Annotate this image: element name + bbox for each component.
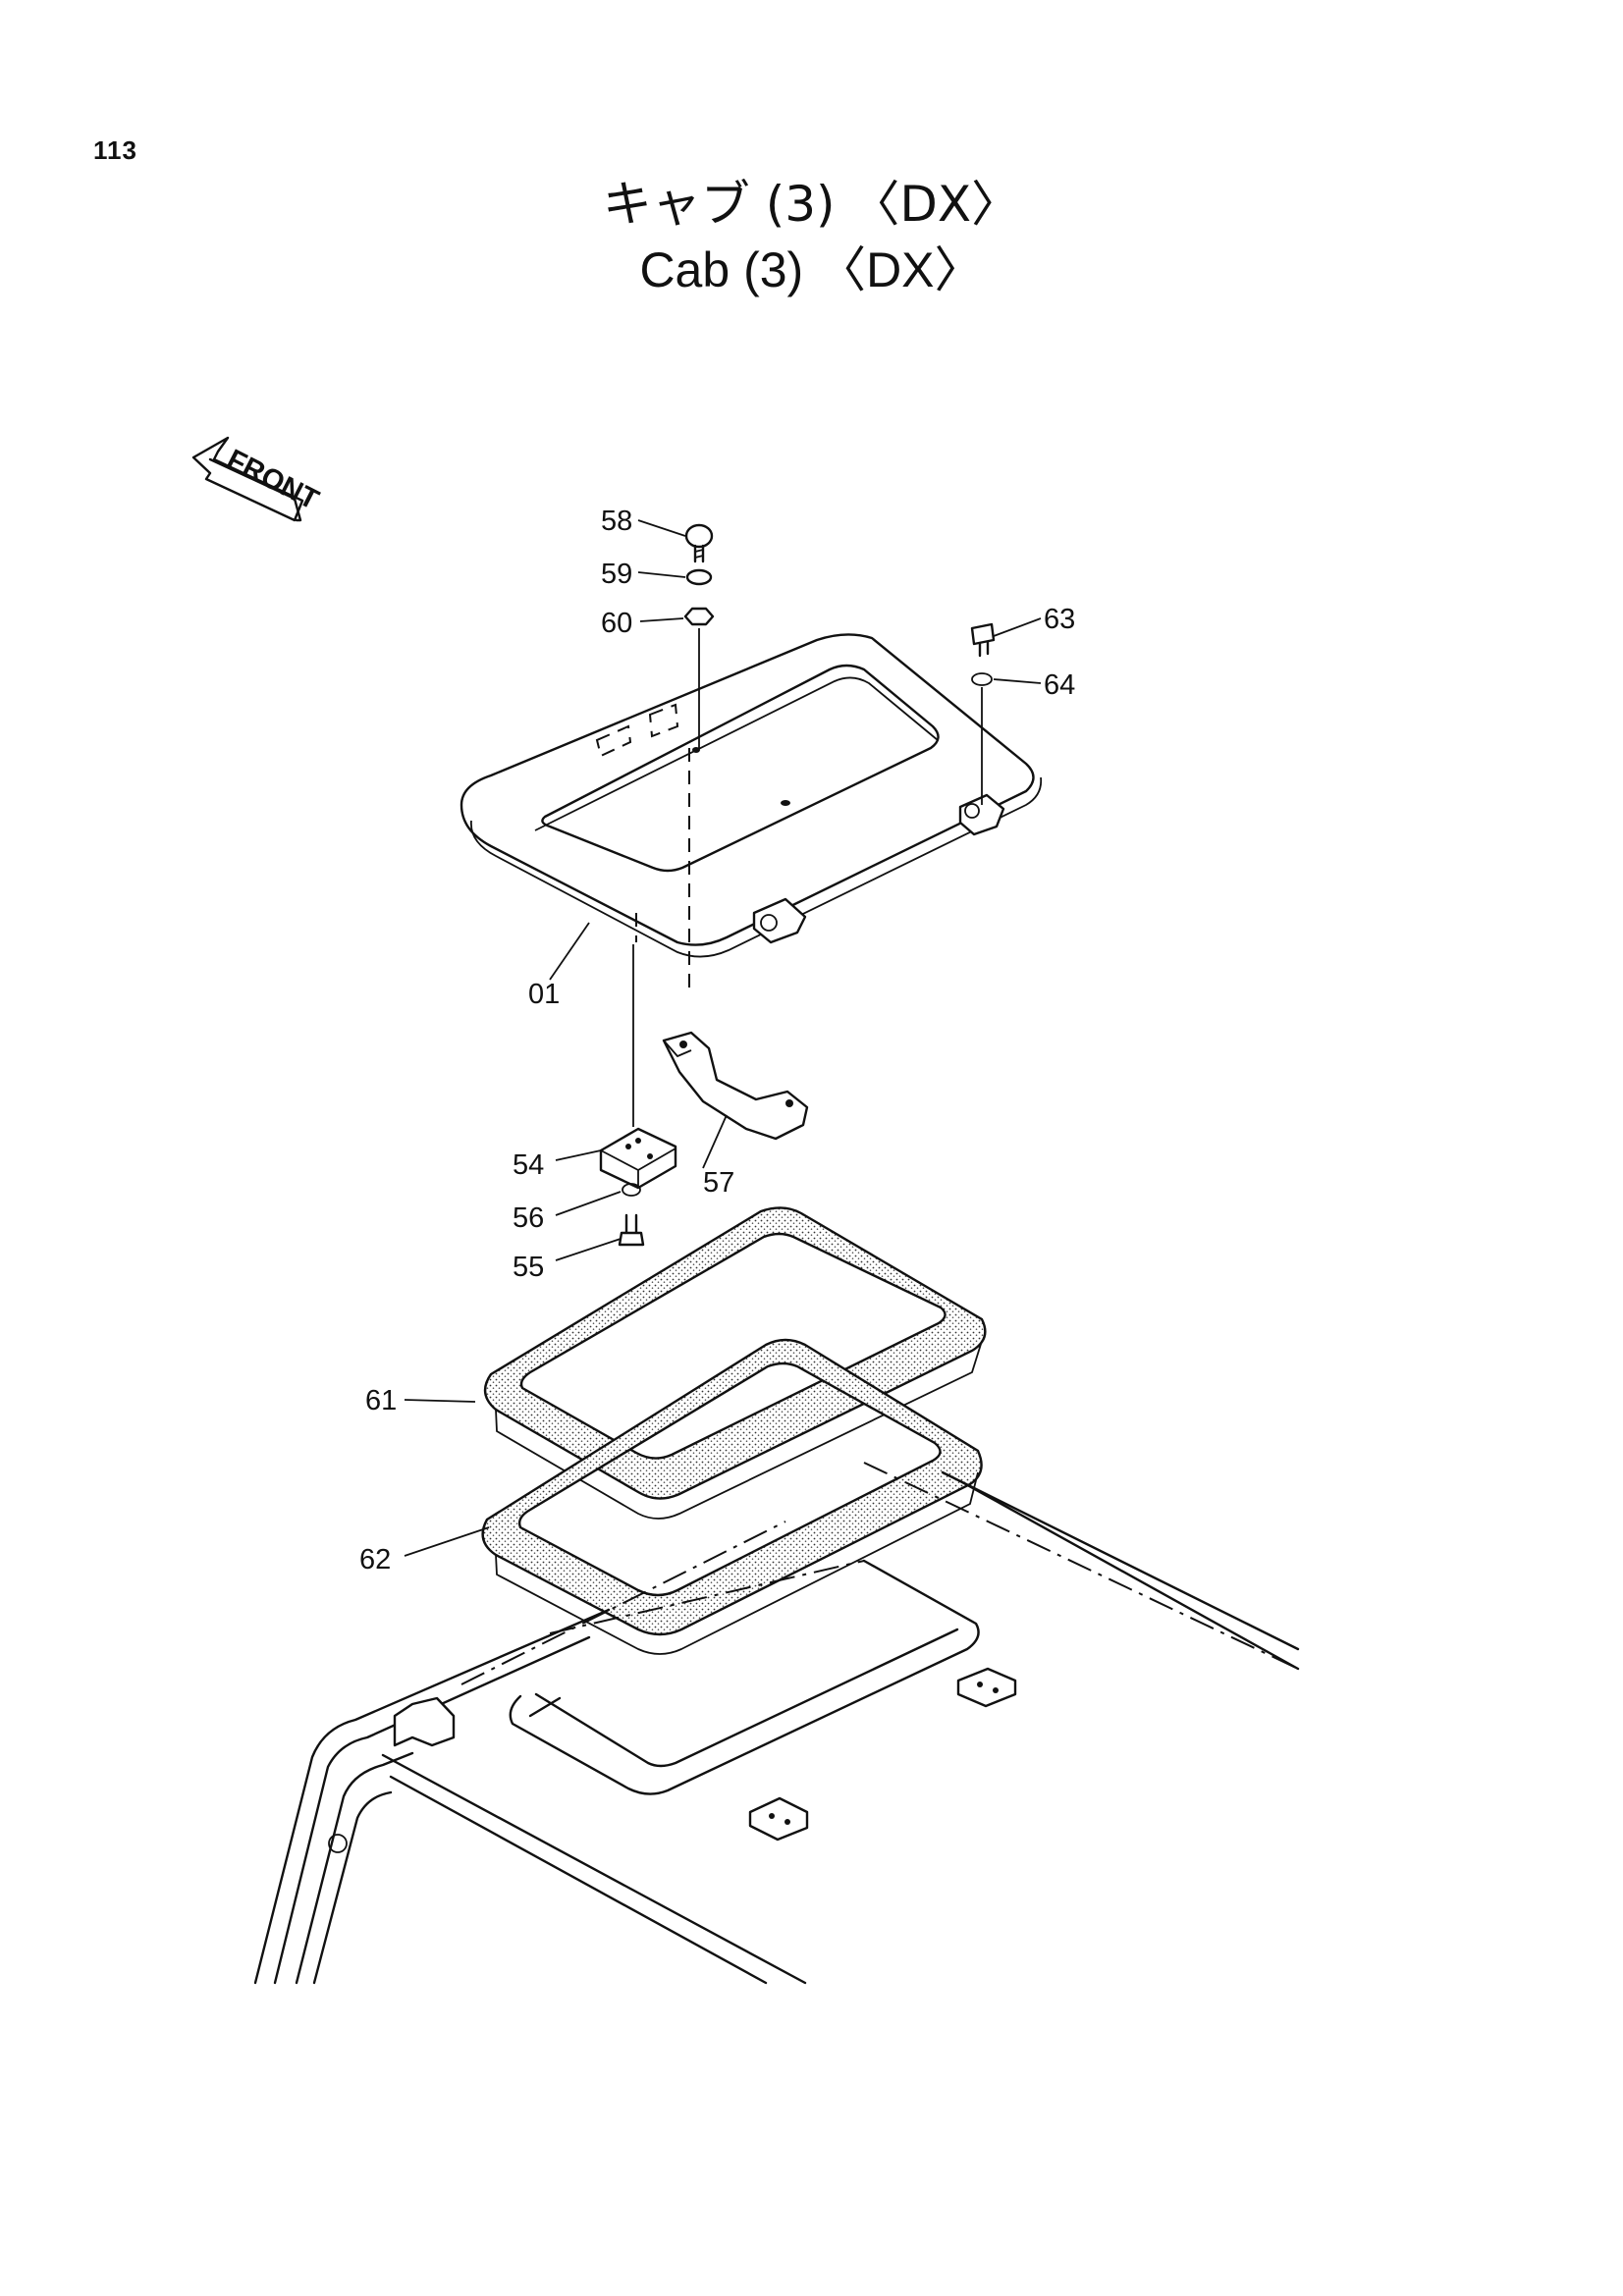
callout-61: 61 [365,1385,397,1416]
hatch-lid [460,633,1043,958]
washer-56 [622,1183,641,1197]
washer-64 [971,672,993,686]
page-title-jp: キャブ (3) 〈DX〉 [602,176,1021,233]
seal-frame-62 [481,1338,983,1655]
callout-58: 58 [601,506,632,537]
callout-57: 57 [703,1167,734,1199]
page-title-en: Cab (3) 〈DX〉 [639,242,984,297]
page-number: 113 [93,135,137,165]
leader-lines [404,519,1042,1557]
callout-55: 55 [513,1252,544,1283]
nut-60 [683,607,715,626]
front-label: FRONT [222,444,324,516]
callout-63: 63 [1044,604,1075,635]
washer-59 [685,568,713,586]
catch-bracket-54 [599,1127,677,1190]
bolt-63 [970,622,996,658]
callout-56: 56 [513,1202,544,1234]
callout-54: 54 [513,1149,544,1181]
handle-57 [662,1031,809,1141]
knob-screw-58 [684,523,714,563]
callout-62: 62 [359,1544,391,1575]
callout-64: 64 [1044,669,1075,701]
callout-01: 01 [528,979,560,1010]
seal-frame-61 [483,1206,987,1520]
front-arrow-icon: FRONT [191,436,324,522]
callout-60: 60 [601,608,632,639]
cab-roof-outline [253,1462,1300,1985]
screw-55 [618,1213,645,1247]
callout-59: 59 [601,559,632,590]
